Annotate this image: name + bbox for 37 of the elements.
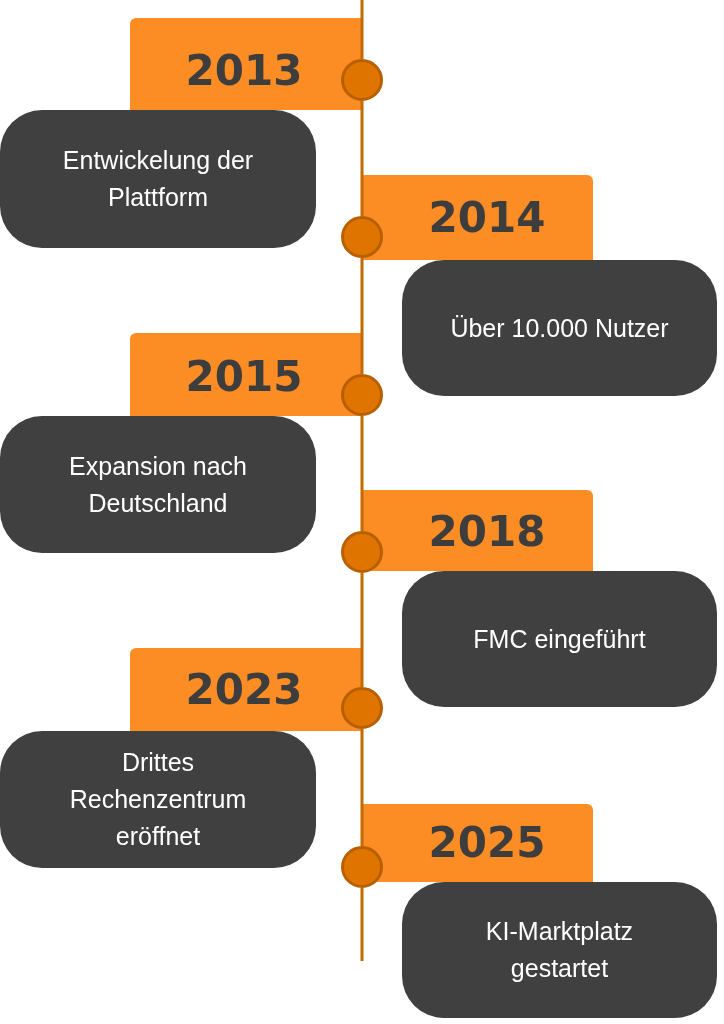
timeline-dot-icon [341, 59, 383, 101]
year-tab [362, 804, 593, 882]
year-label: 2013 [185, 50, 303, 92]
year-label: 2025 [428, 822, 546, 864]
year-tab [130, 648, 361, 731]
timeline-line [360, 888, 364, 961]
event-text: KI-Marktplatz gestartet [484, 916, 635, 984]
timeline-line [360, 101, 364, 216]
year-tab [130, 18, 361, 110]
timeline-line [360, 258, 364, 374]
year-tab [130, 333, 361, 416]
timeline-line [360, 0, 364, 59]
year-label: 2015 [185, 356, 303, 398]
timeline-dot-icon [341, 846, 383, 888]
event-text: Drittes Rechenzentrum eröffnet [68, 747, 248, 852]
year-label: 2018 [428, 511, 546, 553]
year-label: 2023 [185, 669, 303, 711]
timeline-dot-icon [341, 531, 383, 573]
event-card [402, 571, 717, 707]
event-text: Entwickelung der Plattform [61, 145, 255, 213]
timeline-line [360, 729, 364, 846]
timeline-dot-icon [341, 374, 383, 416]
year-tab [362, 175, 593, 260]
event-text: FMC eingeführt [473, 623, 646, 655]
year-tab [362, 490, 593, 571]
event-text: Expansion nach Deutschland [68, 450, 248, 519]
timeline-line [360, 416, 364, 531]
year-label: 2014 [428, 197, 546, 239]
timeline-line [360, 573, 364, 687]
timeline-dot-icon [341, 687, 383, 729]
event-card [0, 110, 316, 248]
event-card [0, 416, 316, 553]
event-card [402, 260, 717, 396]
event-card [402, 882, 717, 1018]
timeline-dot-icon [341, 216, 383, 258]
event-card [0, 731, 316, 868]
event-text: Über 10.000 Nutzer [450, 312, 669, 344]
